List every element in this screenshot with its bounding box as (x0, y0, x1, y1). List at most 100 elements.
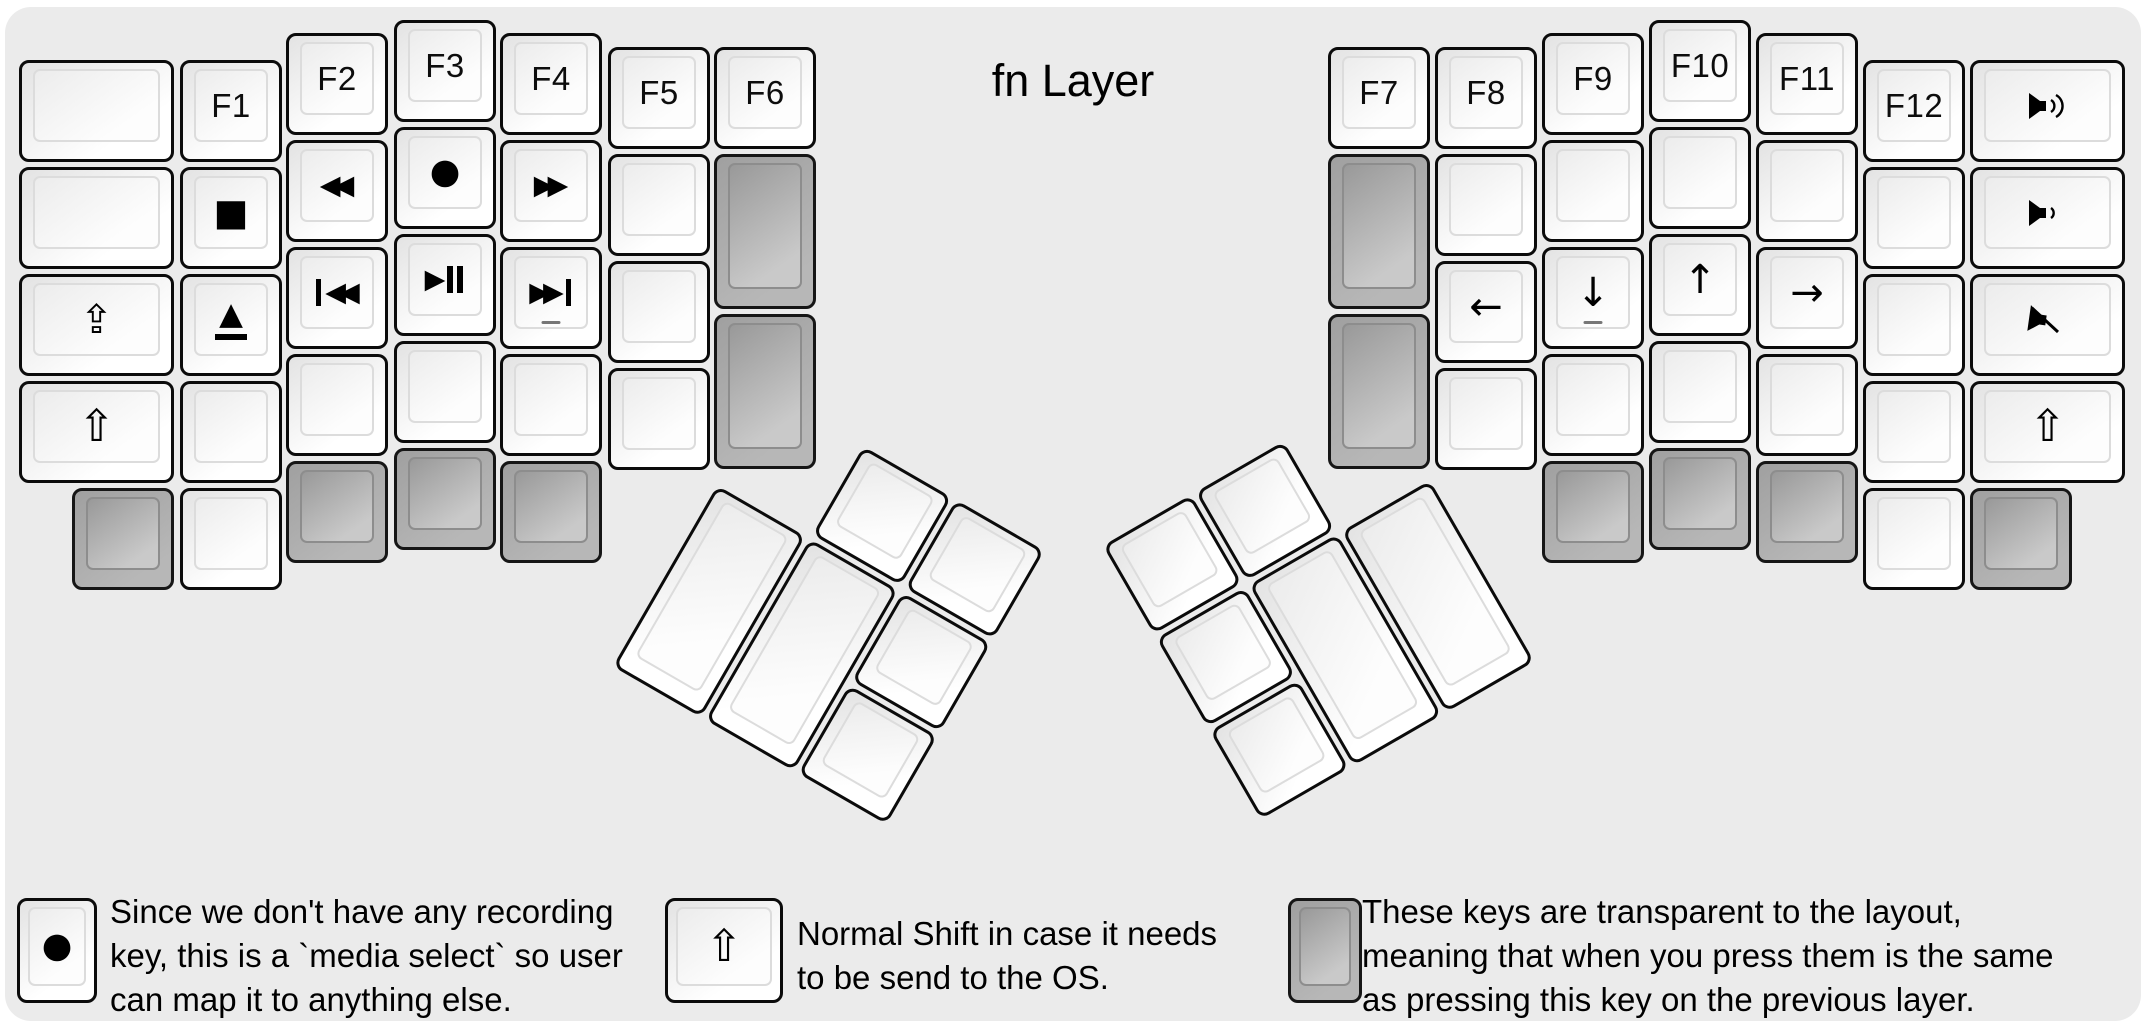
key-transparent-r-inner-2-cap (1342, 323, 1416, 449)
key-fast-forward[interactable]: ▶▶ (500, 140, 602, 242)
key-arrow-left-cap: ← (1449, 270, 1523, 343)
key-blank-r-c5-r4[interactable] (1435, 368, 1537, 470)
key-f3-label: F3 (425, 46, 465, 84)
key-f1[interactable]: F1 (180, 60, 282, 162)
key-f12[interactable]: F12 (1863, 60, 1965, 162)
key-blank-l-c2-r4[interactable] (286, 354, 388, 456)
key-caps-lock[interactable]: ⇪ (19, 274, 174, 376)
key-blank-l-c5-r4[interactable] (608, 368, 710, 470)
key-f8[interactable]: F8 (1435, 47, 1537, 149)
key-arrow-up-cap: ↑ (1663, 243, 1737, 316)
key-f11-label: F11 (1779, 59, 1835, 97)
key-blank-r-c5-r2-cap (1449, 163, 1523, 236)
key-transparent-r-inner-2[interactable] (1328, 314, 1430, 469)
key-arrow-left[interactable]: ← (1435, 261, 1537, 363)
key-transparent-r-bottom-2[interactable] (1649, 448, 1751, 550)
key-transparent-r-bottom-1[interactable] (1542, 461, 1644, 563)
key-prev-track-cap: ◀◀ (300, 256, 374, 329)
key-f3[interactable]: F3 (394, 20, 496, 122)
key-blank-l-c5-r2[interactable] (608, 154, 710, 256)
key-f2-label: F2 (317, 59, 357, 97)
key-blank-r-c1-r4[interactable] (1863, 381, 1965, 483)
key-blank-r-c3-r4[interactable] (1649, 341, 1751, 443)
key-volume-down-cap (1984, 176, 2111, 249)
key-f4-cap: F4 (514, 42, 588, 115)
key-blank-l-c2-r4-cap (300, 363, 374, 436)
play-pause-icon: ▶ (425, 266, 466, 293)
key-blank-l-c0-r1[interactable] (19, 60, 174, 162)
key-volume-up[interactable] (1970, 60, 2125, 162)
key-blank-r-c3-r2[interactable] (1649, 127, 1751, 229)
key-blank-r-c2-r4[interactable] (1756, 354, 1858, 456)
key-mute-cap (1984, 283, 2111, 356)
key-blank-r-c1-r3[interactable] (1863, 274, 1965, 376)
key-transparent-r-bottom-3[interactable] (1756, 461, 1858, 563)
key-next-track[interactable]: ▶▶ (500, 247, 602, 349)
key-f11[interactable]: F11 (1756, 33, 1858, 135)
key-f10-label: F10 (1670, 46, 1730, 84)
key-f9[interactable]: F9 (1542, 33, 1644, 135)
key-arrow-right-cap: → (1770, 256, 1844, 329)
key-blank-l-c1-r4-cap (194, 390, 268, 463)
key-blank-r-bottom-4[interactable] (1863, 488, 1965, 590)
key-transparent-l-bottom-5[interactable] (500, 461, 602, 563)
key-f5[interactable]: F5 (608, 47, 710, 149)
key-f7[interactable]: F7 (1328, 47, 1430, 149)
key-blank-r-c4-r4[interactable] (1542, 354, 1644, 456)
arrow-right-icon: → (1790, 269, 1824, 316)
rewind-icon: ◀◀ (319, 170, 354, 201)
key-volume-down[interactable] (1970, 167, 2125, 269)
legend-key-media-select-cap: ● (28, 907, 86, 986)
key-f12-label: F12 (1884, 86, 1944, 124)
key-blank-r-c1-r2[interactable] (1863, 167, 1965, 269)
key-blank-r-c2-r4-cap (1770, 363, 1844, 436)
arrow-up-icon: ↑ (1683, 256, 1717, 303)
key-blank-l-c4-r4[interactable] (500, 354, 602, 456)
key-blank-l-bottom-2[interactable] (180, 488, 282, 590)
key-transparent-l-inner-1-cap (728, 163, 802, 289)
key-transparent-l-bottom-4[interactable] (394, 448, 496, 550)
key-transparent-r-inner-1[interactable] (1328, 154, 1430, 309)
key-prev-track[interactable]: ◀◀ (286, 247, 388, 349)
legend-text-media-select: Since we don't have any recording key, t… (110, 893, 623, 1018)
key-blank-r-c5-r4-cap (1449, 377, 1523, 450)
key-mute[interactable] (1970, 274, 2125, 376)
key-stop[interactable]: ■ (180, 167, 282, 269)
key-transparent-l-bottom-1[interactable] (72, 488, 174, 590)
key-f2[interactable]: F2 (286, 33, 388, 135)
key-shift-right[interactable]: ⇧ (1970, 381, 2125, 483)
key-rewind[interactable]: ◀◀ (286, 140, 388, 242)
key-f10[interactable]: F10 (1649, 20, 1751, 122)
key-transparent-l-inner-1[interactable] (714, 154, 816, 309)
key-transparent-l-inner-2[interactable] (714, 314, 816, 469)
key-blank-l-c0-r2[interactable] (19, 167, 174, 269)
key-blank-l-c3-r4[interactable] (394, 341, 496, 443)
key-transparent-r-bottom-5[interactable] (1970, 488, 2072, 590)
key-blank-l-c1-r4[interactable] (180, 381, 282, 483)
key-transparent-l-bottom-3[interactable] (286, 461, 388, 563)
key-eject[interactable]: ▲ (180, 274, 282, 376)
next-track-icon: ▶▶ (529, 279, 573, 306)
key-media-select[interactable]: ● (394, 127, 496, 229)
key-rewind-cap: ◀◀ (300, 149, 374, 222)
key-f6[interactable]: F6 (714, 47, 816, 149)
key-blank-r-c2-r2[interactable] (1756, 140, 1858, 242)
key-play-pause[interactable]: ▶ (394, 234, 496, 336)
key-shift-left[interactable]: ⇧ (19, 381, 174, 483)
right-thumb-key-3-cap (1172, 602, 1274, 703)
left-thumb-key-1-cap (834, 461, 936, 562)
key-arrow-down[interactable]: ↓ (1542, 247, 1644, 349)
key-blank-r-c5-r2[interactable] (1435, 154, 1537, 256)
key-blank-r-c4-r2[interactable] (1542, 140, 1644, 242)
key-f4[interactable]: F4 (500, 33, 602, 135)
key-transparent-l-inner-2-cap (728, 323, 802, 449)
key-arrow-up[interactable]: ↑ (1649, 234, 1751, 336)
key-f6-cap: F6 (728, 56, 802, 129)
key-f4-label: F4 (531, 59, 571, 97)
legend-text-transparent: These keys are transparent to the layout… (1362, 893, 2054, 1018)
key-blank-l-c5-r3[interactable] (608, 261, 710, 363)
key-arrow-right[interactable]: → (1756, 247, 1858, 349)
key-f10-cap: F10 (1663, 29, 1737, 102)
caps-lock-icon: ⇪ (79, 296, 114, 343)
key-f5-label: F5 (639, 73, 679, 111)
